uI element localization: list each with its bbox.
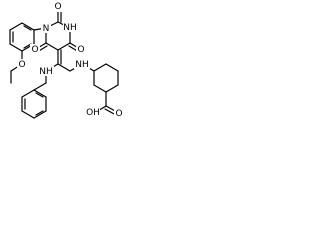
- bond: [105, 63, 119, 72]
- bond: [21, 22, 35, 31]
- atom-label-mask: [30, 44, 40, 54]
- atom-label-mask: [38, 66, 54, 76]
- acid-carbonyl-oxygen-label: O: [115, 109, 122, 119]
- bond: [21, 110, 35, 119]
- bond: [23, 25, 32, 31]
- bond: [33, 110, 47, 119]
- bond: [45, 42, 59, 51]
- structural-formula: O O NH O O N NH NH OH O: [9, 2, 124, 119]
- atom-label-mask: [76, 44, 86, 54]
- c4-oxygen-label: O: [77, 45, 84, 55]
- aniline-nh-label: NH: [39, 67, 53, 77]
- bond: [57, 63, 71, 72]
- atom-label-mask: [53, 2, 63, 12]
- bond: [35, 92, 44, 98]
- ethoxyphenyl-ring: [9, 22, 35, 52]
- c2-oxygen-label: O: [54, 2, 61, 12]
- bond: [33, 89, 47, 98]
- pyrimidine-ring: [33, 9, 81, 65]
- bond: [93, 63, 107, 72]
- atom-label-mask: [41, 23, 51, 33]
- phenyl-ring: [21, 89, 47, 119]
- bond: [23, 43, 32, 49]
- atom-label-mask: [17, 59, 27, 69]
- ring-nh-label: NH: [63, 23, 77, 33]
- amine-nh-label: NH: [75, 60, 89, 70]
- bond: [33, 82, 47, 91]
- atom-label-mask: [114, 108, 124, 118]
- bond: [9, 22, 23, 31]
- acid-hydroxyl-label: OH: [86, 108, 100, 118]
- ring-n-label: N: [43, 24, 50, 34]
- bond: [57, 42, 71, 51]
- bond: [9, 43, 23, 52]
- c6-oxygen-label: O: [31, 45, 38, 55]
- bond: [21, 89, 35, 98]
- cyclohexane-ring: [93, 63, 119, 93]
- bond: [105, 84, 119, 93]
- atom-label-mask: [74, 59, 90, 69]
- bond: [93, 84, 107, 93]
- atom-label-mask: [63, 22, 77, 32]
- atom-label-mask: [86, 107, 100, 117]
- bond: [35, 110, 44, 116]
- ethoxy-oxygen-label: O: [18, 60, 25, 70]
